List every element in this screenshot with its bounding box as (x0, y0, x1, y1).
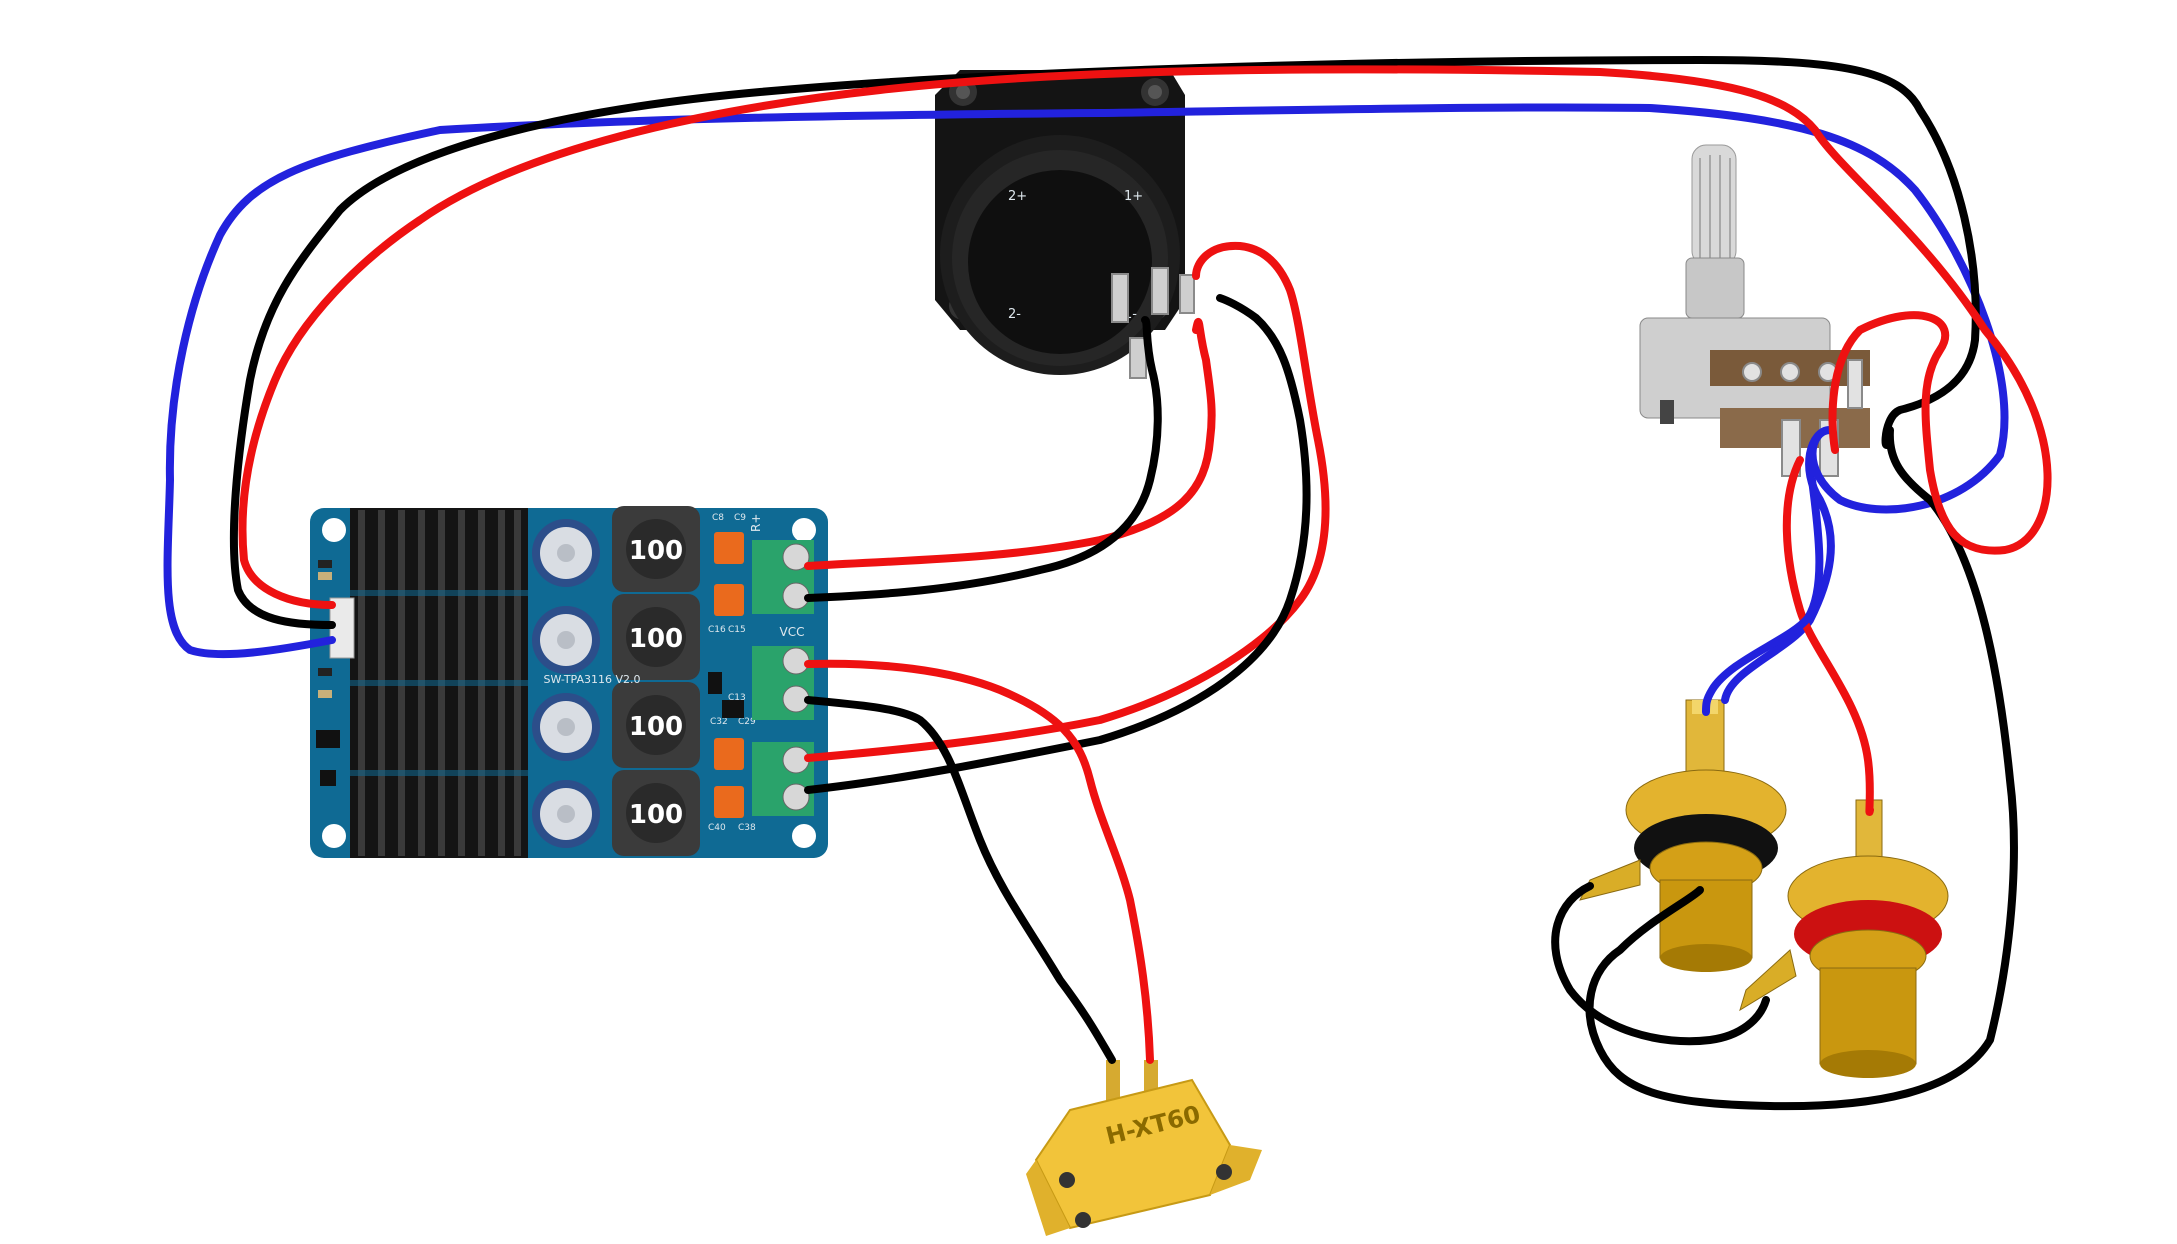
heatsink (350, 508, 528, 858)
silk-cap: C29 (738, 717, 756, 727)
wire-black-speakon-left (804, 294, 1311, 794)
inductor-label: 100 (629, 536, 683, 566)
wire-blue-rca (1702, 476, 1824, 716)
silk-cap: C32 (710, 717, 728, 727)
wire-blue-left-input (163, 103, 2009, 704)
wire-red-right-input (238, 65, 2052, 609)
silk-cap: C16 (708, 625, 726, 635)
electrolytic-capacitors (532, 519, 600, 848)
wires (163, 56, 2052, 1111)
xt60-plug-icon: H-XT60 (1026, 1060, 1262, 1236)
wire-red-power (804, 659, 1154, 1064)
silk-cap: C9 (734, 513, 746, 523)
rca-jack-icon (1579, 699, 1949, 1078)
wire-red-speakon-right (804, 318, 1216, 570)
wire-red-rca (1782, 456, 1874, 816)
silk-cap: C15 (728, 625, 746, 635)
inductors: 100 100 100 100 (612, 506, 700, 856)
silk-cap: C8 (712, 513, 724, 523)
wire-black-input-ground (229, 56, 2018, 1111)
silk-cap: C38 (738, 823, 756, 833)
board-model-text: SW-TPA3116 V2.0 (543, 673, 640, 686)
speakon-socket-icon: 1+ 1- 2+ 2- (935, 70, 1195, 379)
silk-vcc: VCC (780, 625, 805, 639)
wire-red-speakon-left (804, 241, 1330, 762)
wire-black-speakon-right (804, 316, 1162, 602)
silk-r-plus: R+ (749, 514, 763, 532)
silk-cap: C40 (708, 823, 726, 833)
wire-black-rca-ground (1551, 882, 1770, 1046)
silk-cap: C13 (728, 693, 746, 703)
speakon-mark: 2- (1008, 307, 1021, 322)
speakon-mark: 1+ (1124, 189, 1143, 204)
screw-terminals (752, 540, 814, 816)
speakon-mark: 2+ (1008, 189, 1027, 204)
inductor-label: 100 (629, 624, 683, 654)
inductor-label: 100 (629, 800, 683, 830)
amplifier-board-icon: 100 100 100 100 SW-TPA3116 V2.0 R+ VCC L… (310, 506, 828, 858)
wire-black-power (804, 696, 1116, 1064)
inductor-label: 100 (629, 712, 683, 742)
